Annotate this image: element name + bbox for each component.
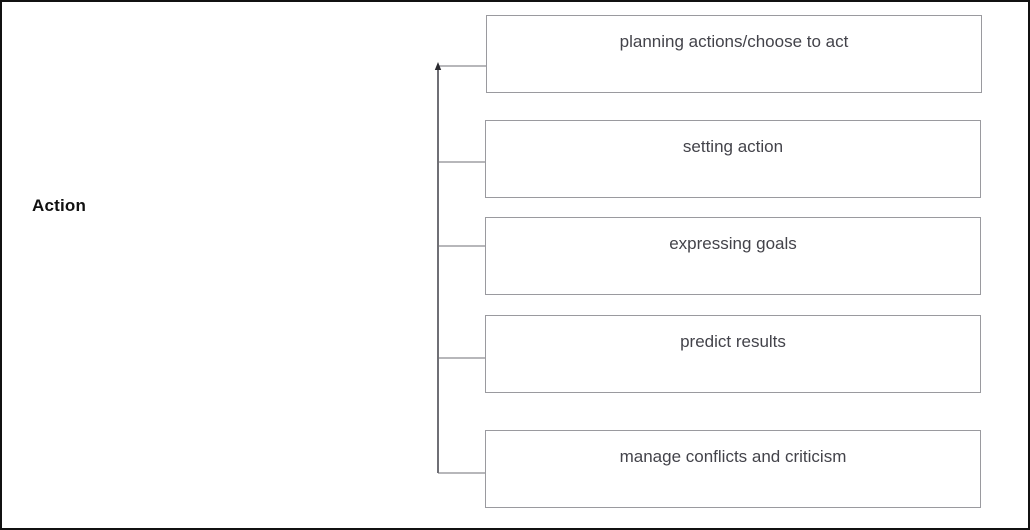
node-box-predict-results[interactable]: predict results	[485, 315, 981, 393]
node-label-planning-actions: planning actions/choose to act	[619, 32, 849, 51]
node-box-planning-actions[interactable]: planning actions/choose to act	[486, 15, 982, 93]
root-node-label-action: Action	[32, 196, 87, 215]
arrow-up-icon	[434, 62, 442, 70]
node-label-predict-results: predict results	[680, 332, 786, 351]
node-box-setting-action[interactable]: setting action	[485, 120, 981, 198]
node-label-setting-action: setting action	[682, 137, 784, 156]
node-label-manage-conflicts: manage conflicts and criticism	[619, 447, 847, 466]
node-box-expressing-goals[interactable]: expressing goals	[485, 217, 981, 295]
connector-group	[434, 62, 486, 474]
node-box-manage-conflicts[interactable]: manage conflicts and criticism	[485, 430, 981, 508]
node-label-expressing-goals: expressing goals	[669, 234, 797, 253]
